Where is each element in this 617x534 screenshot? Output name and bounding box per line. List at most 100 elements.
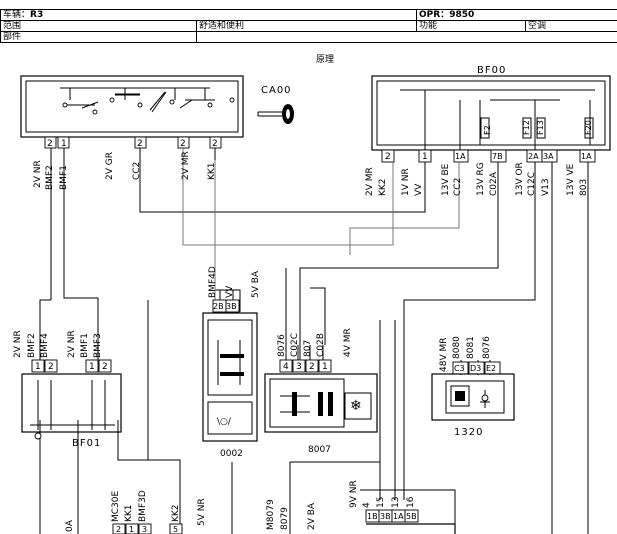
wire-label: BMF4 <box>40 333 50 358</box>
c1320-pin-label: E2 <box>486 364 496 373</box>
fuse-label: F20 <box>584 120 593 135</box>
bottom-left-pin-label: 5 <box>173 525 178 534</box>
fuse-label: F2 <box>483 125 492 135</box>
bf01-pin-label: 1 <box>35 362 41 372</box>
bf00-pin-label: 1A <box>455 152 466 161</box>
c1320-pin-label: D3 <box>470 364 481 373</box>
snowflake-icon: ❄ <box>350 398 362 414</box>
wires <box>39 148 589 534</box>
diagram-title: 原理 <box>316 55 335 65</box>
wire-label: BMF2 <box>27 333 37 358</box>
wire-label: 2V NR <box>33 160 43 188</box>
wire-label: VV <box>225 285 235 298</box>
bottom-pin-label: 1A <box>393 512 404 521</box>
ca00-pins: 2 1 2 2 2 <box>44 136 222 149</box>
bf00-fuses: F2 F12 F13 F20 <box>480 117 594 139</box>
wire-label: KK1 <box>207 162 217 180</box>
wire-label: 13V OR <box>515 162 525 196</box>
bf00-label: BF00 <box>477 65 506 76</box>
wire-label: CC2 <box>453 178 463 196</box>
wire-label: BMF3D <box>138 490 148 522</box>
wire-label: 2V NR <box>67 330 77 358</box>
wire-label: C02C <box>290 333 300 357</box>
header-table: 车辆：R3 OPR：9850 范围 舒适和便利 功能 空调 部件 <box>0 9 617 43</box>
ca00-label: CA00 <box>261 85 292 96</box>
part-label: 部件 <box>0 31 197 43</box>
wire-label: 15 <box>376 497 386 508</box>
b007-pin-label: 3 <box>296 362 302 372</box>
wire-label: 807 <box>303 340 313 357</box>
wire-label: 2V BA <box>307 502 317 530</box>
c0002-label: 0002 <box>220 449 243 459</box>
bf01-box <box>21 373 122 433</box>
wire-label: BMF1 <box>59 165 69 190</box>
bottom-left-pin-label: 2 <box>116 525 121 534</box>
bf01-pin-label: 2 <box>48 362 54 372</box>
fuse-label: F12 <box>522 120 531 135</box>
bottom-left-pin-label: 1 <box>129 525 134 534</box>
wire-label: 9V NR <box>349 480 359 508</box>
wire-label: 5V NR <box>197 498 207 526</box>
wire-label: 8080 <box>452 336 462 359</box>
bf01-component: 1 2 1 2 BF01 <box>21 359 122 449</box>
bf01-pin-label: 1 <box>89 362 95 372</box>
bottom-pin-label: 3B <box>380 512 391 521</box>
bf00-pin-label: 2 <box>385 152 391 162</box>
wire-label: BMF2 <box>45 165 55 190</box>
lamp-icon: \○/ <box>217 417 232 427</box>
ca00-pin-label: 1 <box>61 139 67 149</box>
wire-label: V13 <box>541 178 551 196</box>
fuse-label: F13 <box>536 120 545 135</box>
wire-label: 8081 <box>466 336 476 359</box>
c0002-box <box>202 312 258 442</box>
wire-labels: 2V NR BMF2 BMF1 2V GR CC2 2V MR KK1 2V M… <box>13 151 589 532</box>
bf00-component: BF00 F2 F12 F13 F20 2 1 1A 7B 2A 3A 1A <box>371 65 611 163</box>
wire-label: C02B <box>316 333 326 357</box>
c1320-label: 1320 <box>454 427 483 438</box>
bottom-left-connector: 2 1 3 5 <box>112 523 183 534</box>
bf01-label: BF01 <box>72 438 101 449</box>
wire-label: 8079 <box>280 507 290 530</box>
wire-label: 2V NR <box>13 330 23 358</box>
wire-label: C02A <box>489 171 499 196</box>
bf00-pin-label: 7B <box>492 152 503 161</box>
wire-label: 13V BE <box>441 163 451 196</box>
wire-label: 8076 <box>482 336 492 359</box>
vehicle-value: R3 <box>30 10 44 20</box>
b007-box <box>264 373 378 433</box>
vehicle-label: 车辆： <box>3 10 31 20</box>
b007-pin-label: 4 <box>283 362 289 372</box>
c1320-pin-label: C3 <box>454 364 465 373</box>
bf00-pin-label: 1A <box>581 152 592 161</box>
wire-label: 13V RG <box>476 162 486 196</box>
bottom-pin-label: 5B <box>406 512 417 521</box>
ca00-pin-label: 2 <box>180 139 186 149</box>
wire-label: BMF3 <box>93 333 103 358</box>
wire-label: KK2 <box>171 504 181 522</box>
b007-label: 8007 <box>308 445 331 455</box>
b007-pin-label: 1 <box>322 362 328 372</box>
ca00-component: 2 1 2 2 2 CA00 <box>20 75 294 149</box>
wire-label: 13 <box>391 497 401 508</box>
c1320-box <box>431 373 515 421</box>
opr-value: 9850 <box>449 10 475 20</box>
ca00-pin-label: 2 <box>137 139 143 149</box>
wire-label: CC2 <box>132 162 142 180</box>
ca00-box <box>20 75 244 138</box>
wire-label: 2V MR <box>181 151 191 180</box>
wire-label: 803 <box>579 179 589 196</box>
wire-label: KK1 <box>124 504 134 522</box>
bf00-box <box>371 75 611 151</box>
wire-label: 4V MR <box>343 328 353 357</box>
ca00-pin-label: 2 <box>212 139 218 149</box>
wire-label: 8076 <box>277 334 287 357</box>
c1320-component: C3 D3 E2 1320 <box>431 361 515 438</box>
c0002-pin-label: 2B <box>213 302 224 311</box>
wire-label: 16 <box>406 496 416 508</box>
wire-label: 1V NR <box>401 168 411 196</box>
ca00-inner-box <box>25 80 239 133</box>
key-icon <box>257 104 294 124</box>
bf01-pin-label: 2 <box>102 362 108 372</box>
